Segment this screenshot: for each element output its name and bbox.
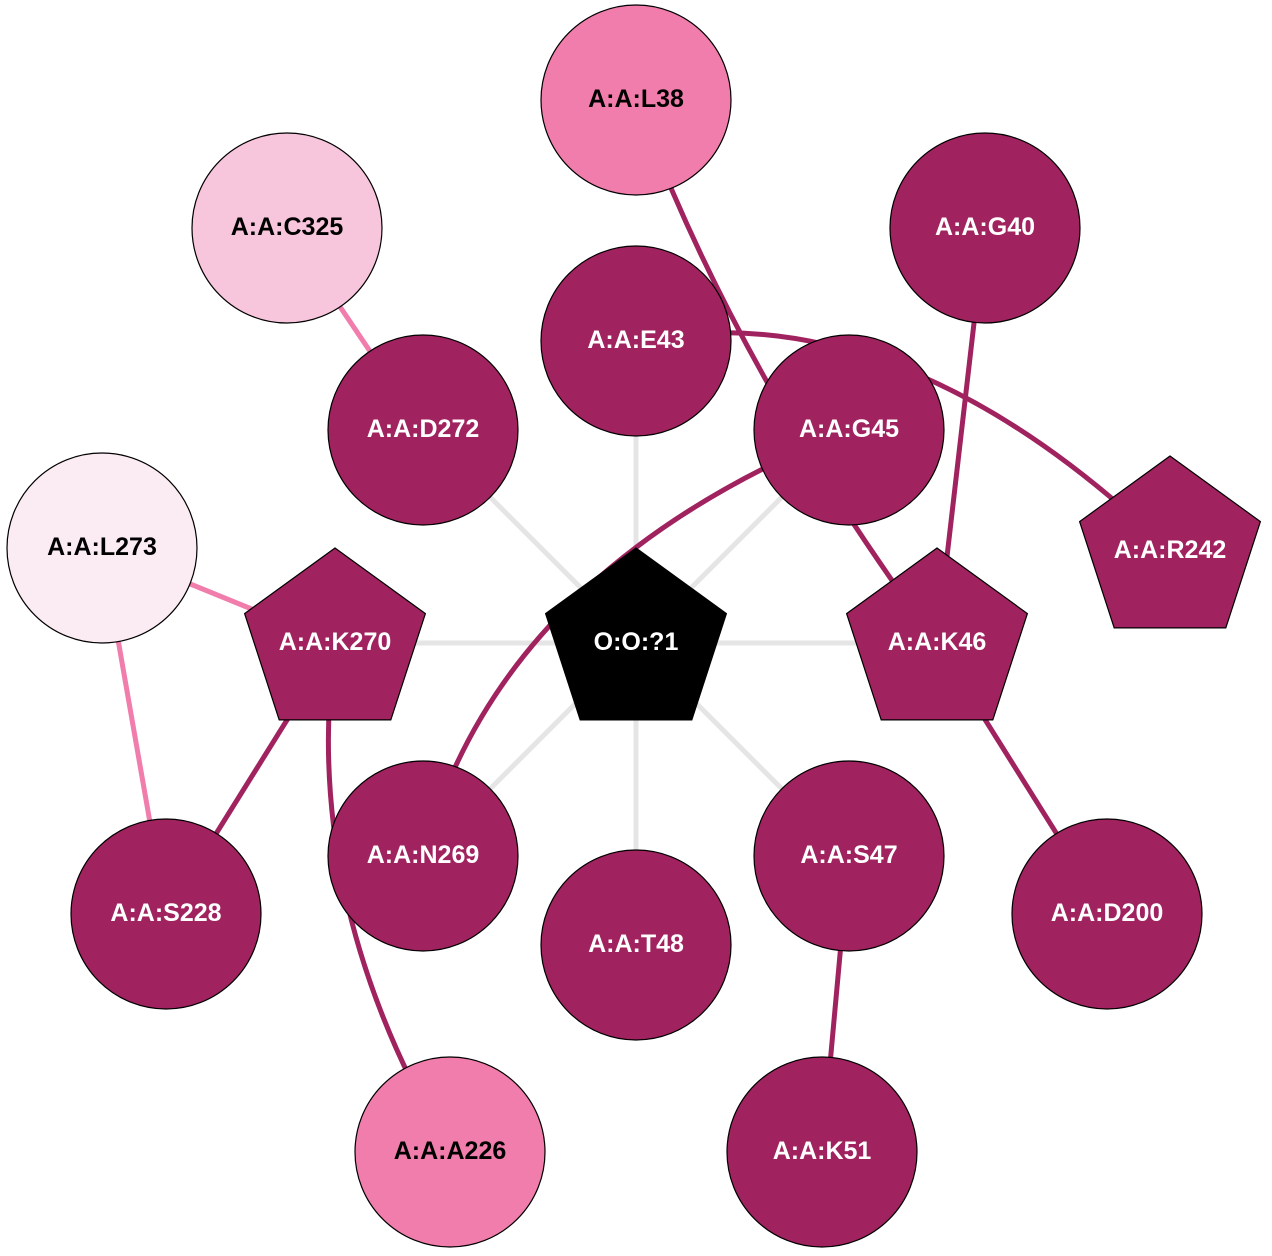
pentagon-shape [1078, 455, 1262, 629]
node-k51[interactable]: A:A:K51 [726, 1056, 918, 1248]
node-d272[interactable]: A:A:D272 [327, 334, 519, 526]
node-e43[interactable]: A:A:E43 [540, 245, 732, 437]
node-label: O:O:?1 [594, 628, 679, 656]
node-label: A:A:G40 [935, 213, 1035, 241]
node-label: A:A:G45 [799, 415, 899, 443]
node-label: A:A:C325 [231, 213, 344, 241]
node-d200[interactable]: A:A:D200 [1011, 818, 1203, 1010]
node-g40[interactable]: A:A:G40 [889, 132, 1081, 324]
node-label: A:A:D272 [367, 415, 480, 443]
node-label: A:A:K46 [888, 628, 987, 656]
node-g45[interactable]: A:A:G45 [753, 334, 945, 526]
circle-shape [191, 132, 383, 324]
node-l273[interactable]: A:A:L273 [6, 452, 198, 644]
node-label: A:A:S47 [800, 841, 897, 869]
node-label: A:A:R242 [1114, 536, 1227, 564]
node-s47[interactable]: A:A:S47 [753, 760, 945, 952]
node-lig[interactable]: O:O:?1 [544, 547, 728, 721]
node-label: A:A:L38 [588, 85, 684, 113]
node-label: A:A:K270 [279, 628, 392, 656]
circle-shape [70, 818, 262, 1010]
node-label: A:A:T48 [588, 930, 684, 958]
circle-shape [327, 760, 519, 952]
node-c325[interactable]: A:A:C325 [191, 132, 383, 324]
circle-shape [540, 849, 732, 1041]
circle-shape [1011, 818, 1203, 1010]
circle-shape [327, 334, 519, 526]
pentagon-shape [243, 547, 427, 721]
node-label: A:A:K51 [773, 1137, 872, 1165]
node-t48[interactable]: A:A:T48 [540, 849, 732, 1041]
node-a226[interactable]: A:A:A226 [354, 1056, 546, 1248]
node-n269[interactable]: A:A:N269 [327, 760, 519, 952]
node-label: A:A:D200 [1051, 899, 1164, 927]
pentagon-shape [845, 547, 1029, 721]
node-label: A:A:E43 [587, 326, 684, 354]
node-k46[interactable]: A:A:K46 [845, 547, 1029, 721]
circle-shape [726, 1056, 918, 1248]
circle-shape [540, 4, 732, 196]
node-k270[interactable]: A:A:K270 [243, 547, 427, 721]
circle-shape [889, 132, 1081, 324]
node-label: A:A:N269 [367, 841, 480, 869]
node-label: A:A:L273 [47, 533, 157, 561]
pentagon-shape [544, 547, 728, 721]
node-label: A:A:S228 [110, 899, 221, 927]
circle-shape [753, 760, 945, 952]
node-r242[interactable]: A:A:R242 [1078, 455, 1262, 629]
node-l38[interactable]: A:A:L38 [540, 4, 732, 196]
node-s228[interactable]: A:A:S228 [70, 818, 262, 1010]
circle-shape [6, 452, 198, 644]
circle-shape [540, 245, 732, 437]
circle-shape [354, 1056, 546, 1248]
node-label: A:A:A226 [394, 1137, 507, 1165]
circle-shape [753, 334, 945, 526]
